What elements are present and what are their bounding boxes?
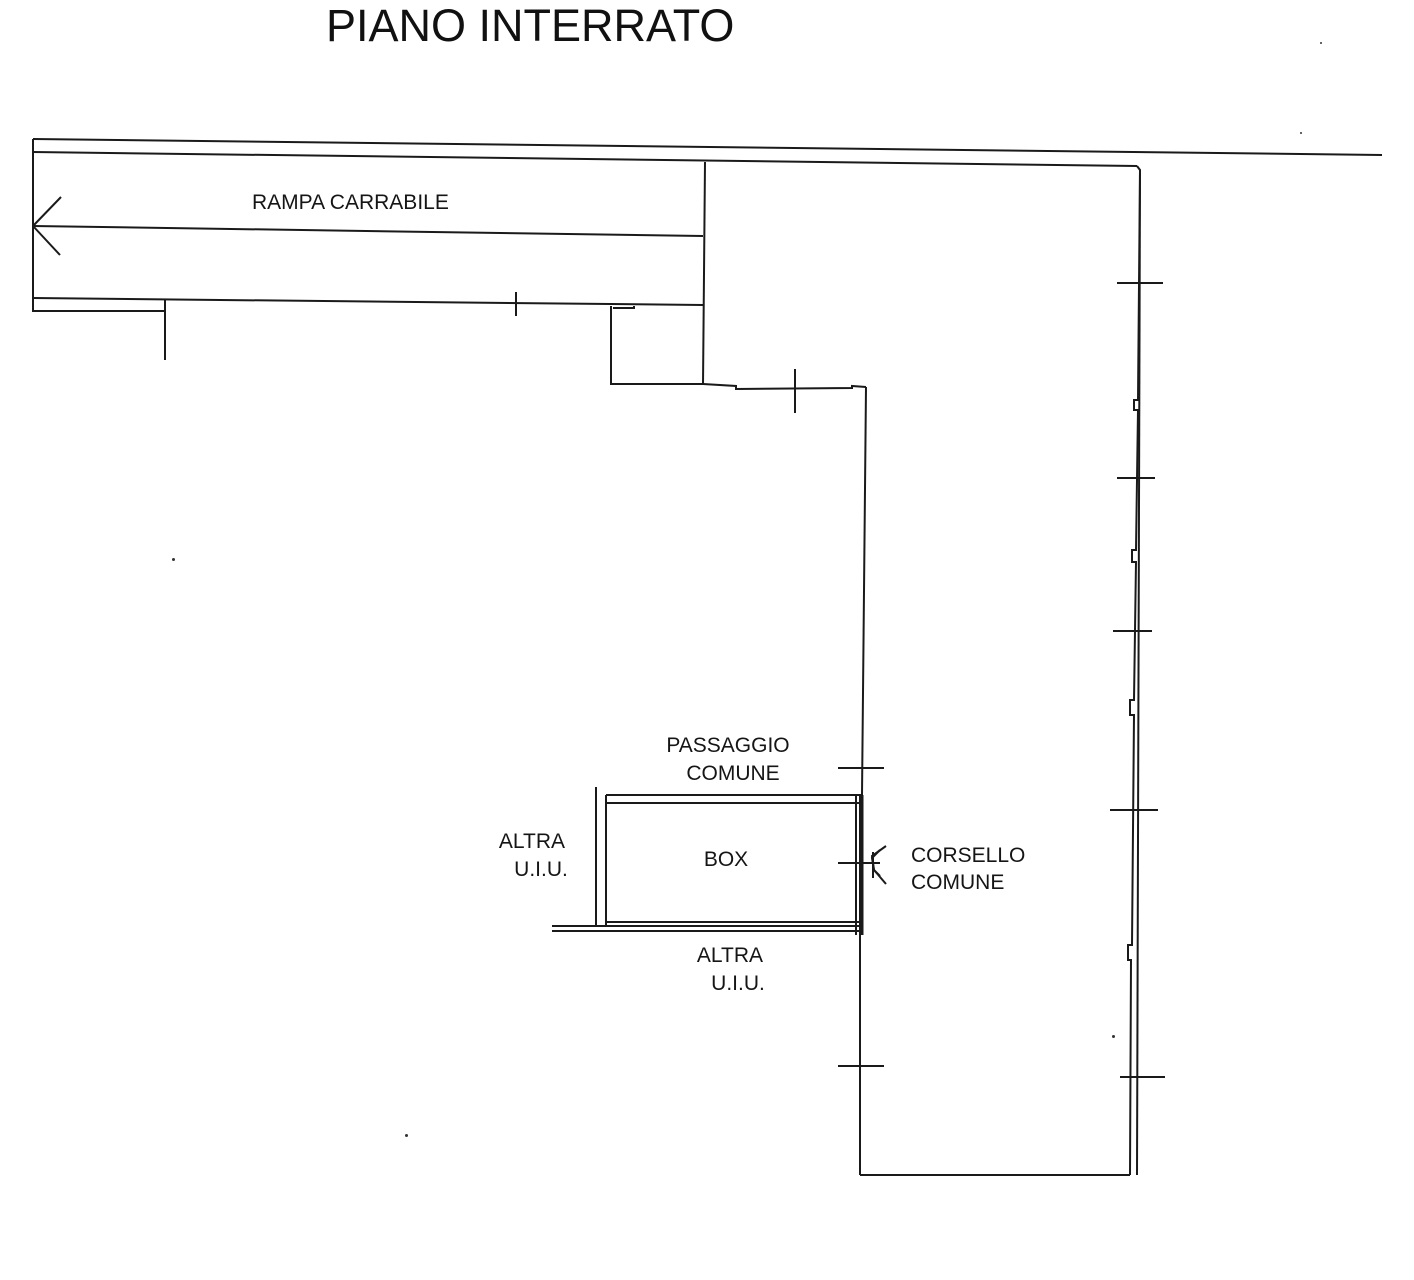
corridor-left-wall-upper — [861, 386, 867, 796]
wall-step — [610, 306, 703, 385]
corridor-label-line2: COMUNE — [911, 871, 1005, 894]
ramp-center-line — [32, 225, 704, 237]
corridor-right-wall-inner — [1136, 169, 1141, 1176]
top-boundary-line — [32, 138, 1383, 156]
scan-speck — [1300, 132, 1302, 134]
scan-speck — [1320, 42, 1322, 44]
door-symbol-icon — [838, 845, 887, 885]
scan-speck — [405, 1134, 408, 1137]
passage-label-line2: COMUNE — [686, 762, 780, 785]
box-unit-outline — [552, 787, 864, 935]
other-unit-left-line1: ALTRA — [498, 830, 566, 853]
corridor-label-line1: CORSELLO — [911, 844, 1026, 867]
page-title: PIANO INTERRATO — [326, 0, 735, 51]
ramp-right-wall — [702, 161, 706, 386]
ramp-top-line — [32, 151, 1138, 167]
other-unit-bottom-line1: ALTRA — [696, 944, 764, 967]
ramp-bottom-line — [32, 297, 704, 306]
other-unit-left-line2: U.I.U. — [514, 858, 568, 881]
upper-wall — [702, 383, 867, 391]
other-unit-bottom-line2: U.I.U. — [711, 972, 765, 995]
scan-speck — [1112, 1035, 1115, 1038]
scan-speck — [172, 558, 175, 561]
box-label: BOX — [703, 848, 749, 871]
arrow-left-icon — [32, 196, 62, 256]
ramp-label: RAMPA CARRABILE — [252, 191, 449, 214]
passage-label-line1: PASSAGGIO — [666, 734, 790, 757]
corridor-right-wall — [1127, 165, 1142, 1176]
wall-notch — [613, 306, 635, 309]
